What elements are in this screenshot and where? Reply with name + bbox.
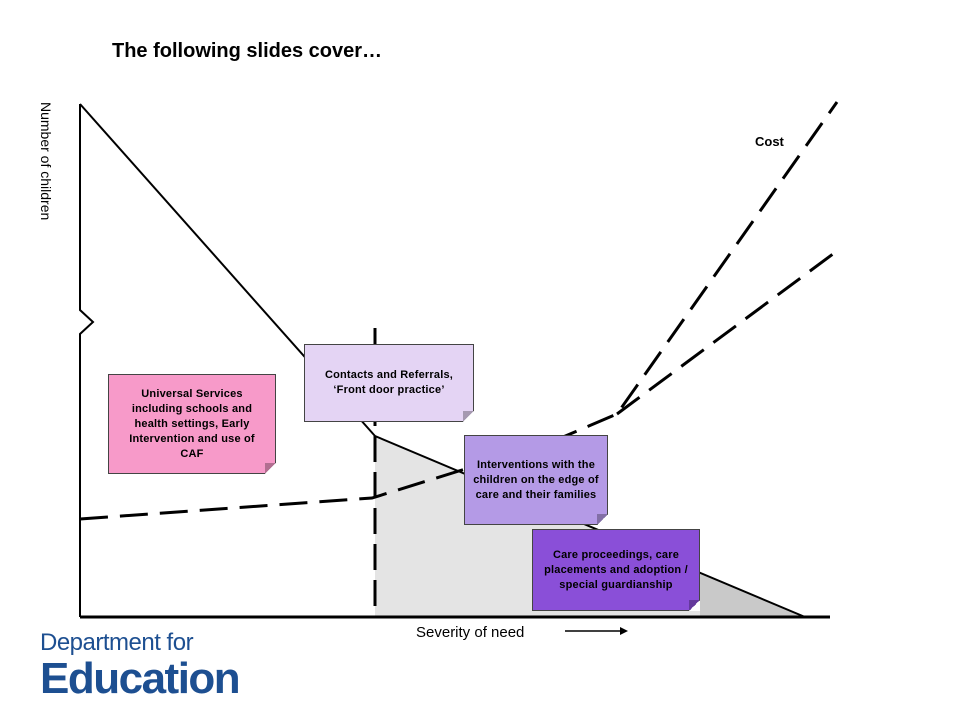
x-axis-label: Severity of need (416, 624, 525, 641)
logo-line-1: Department for (40, 629, 194, 656)
note-contacts-referrals: Contacts and Referrals, ‘Front door prac… (304, 344, 474, 422)
y-axis-label: Number of children (38, 102, 54, 221)
page-curl-icon (463, 411, 474, 422)
cost-curve-branch (616, 249, 838, 416)
department-for-education-logo: Department for Education (40, 629, 241, 703)
note-universal-services: Universal Services including schools and… (108, 374, 276, 474)
note-contacts-referrals-text: Contacts and Referrals, ‘Front door prac… (324, 369, 454, 396)
demand-curve-lower (374, 435, 806, 618)
note-universal-services-text: Universal Services including schools and… (129, 387, 255, 460)
page-curl-icon (265, 463, 276, 474)
page-title: The following slides cover… (112, 40, 383, 62)
cost-label: Cost (755, 134, 784, 149)
page-curl-icon (597, 514, 608, 525)
logo-line-2: Education (40, 654, 241, 703)
note-care-proceedings: Care proceedings, care placements and ad… (532, 529, 700, 611)
note-interventions: Interventions with the children on the e… (464, 435, 608, 525)
y-axis (79, 104, 95, 617)
note-interventions-text: Interventions with the children on the e… (473, 458, 599, 501)
severity-arrowhead-icon (620, 627, 628, 635)
page-curl-icon (689, 600, 700, 611)
note-care-proceedings-text: Care proceedings, care placements and ad… (544, 548, 688, 591)
